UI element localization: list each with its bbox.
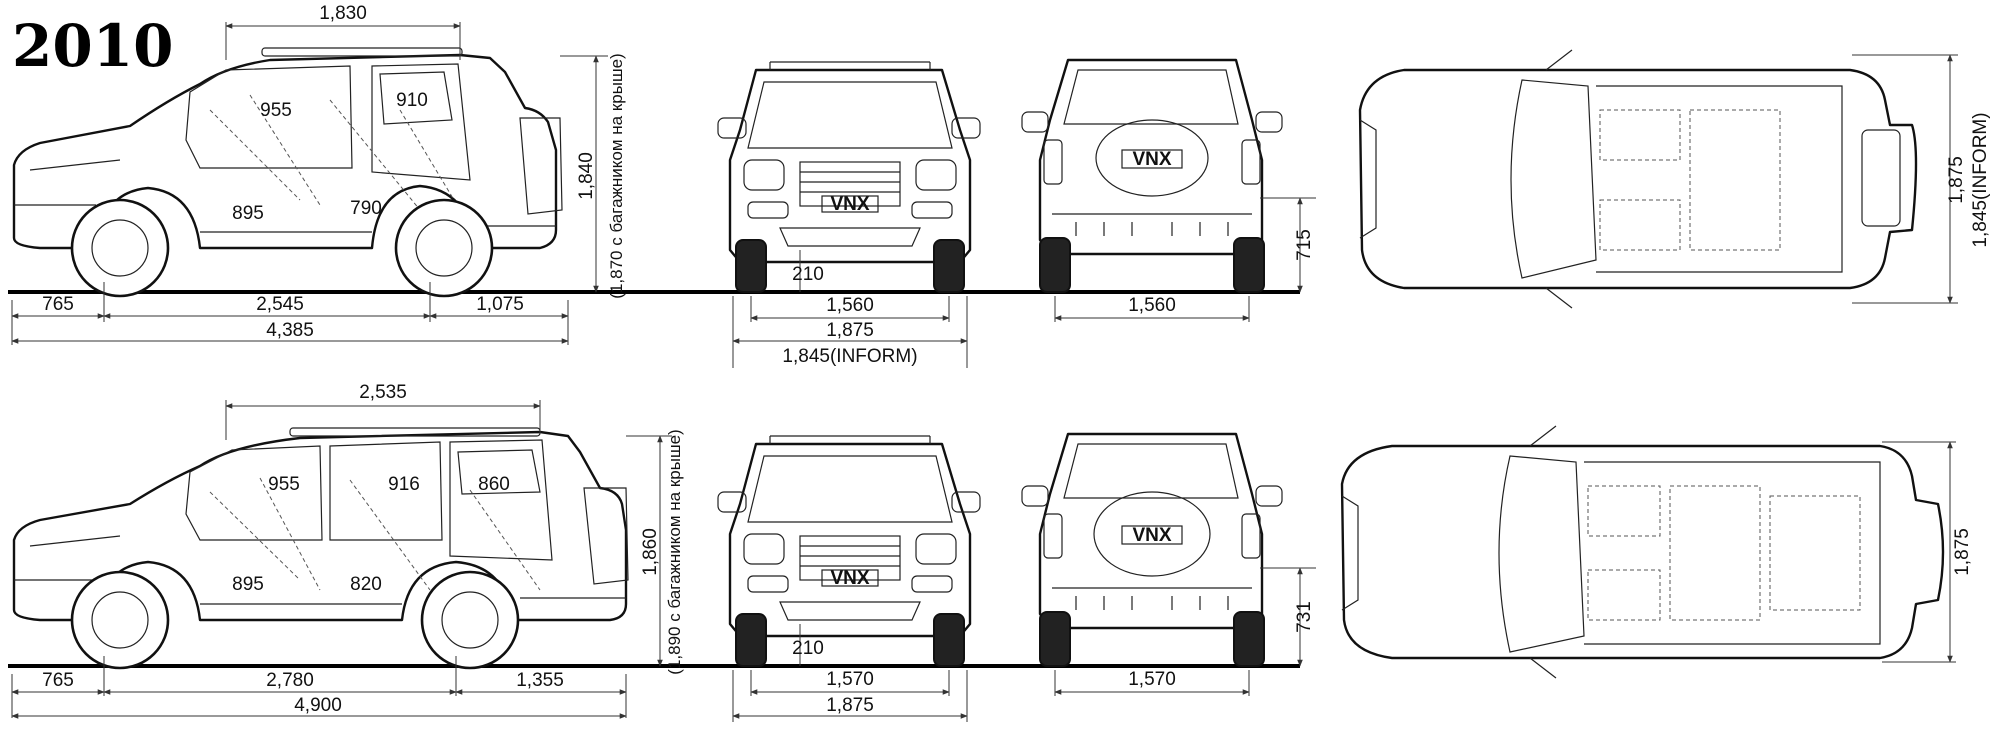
top-rear-height: 715 bbox=[1294, 229, 1315, 261]
top-wheelbase: 2,545 bbox=[256, 294, 304, 315]
bottom-headroom-rear: 860 bbox=[478, 474, 510, 495]
rear-view-3door: VNX bbox=[1021, 58, 1283, 293]
bottom-overall-length: 4,900 bbox=[294, 695, 342, 716]
top-plan-width: 1,875 bbox=[1946, 156, 1967, 204]
rear-badge-bottom: VNX bbox=[1132, 525, 1171, 546]
front-view-5door: VNX bbox=[717, 435, 981, 667]
bottom-rear-track: 1,570 bbox=[1128, 669, 1176, 690]
bottom-rear-overhang: 1,355 bbox=[516, 670, 564, 691]
side-view-5door bbox=[12, 427, 629, 670]
bottom-ground-clearance: 210 bbox=[792, 638, 824, 659]
bottom-wheelbase: 2,780 bbox=[266, 670, 314, 691]
rear-view-5door: VNX bbox=[1021, 432, 1283, 667]
top-rear-track: 1,560 bbox=[1128, 295, 1176, 316]
year-label: 2010 bbox=[12, 12, 173, 80]
bottom-front-overhang: 765 bbox=[42, 670, 74, 691]
bottom-height: 1,860 bbox=[640, 528, 661, 576]
top-legroom-front: 895 bbox=[232, 203, 264, 224]
side-view-3door bbox=[12, 47, 563, 298]
bottom-front-track: 1,570 bbox=[826, 669, 874, 690]
bottom-legroom-rear: 820 bbox=[350, 574, 382, 595]
bottom-headroom-mid: 916 bbox=[388, 474, 420, 495]
top-height-with-rack: (1,870 с багажником на крыше) bbox=[607, 53, 626, 298]
bottom-roof-length: 2,535 bbox=[359, 382, 407, 403]
top-rear-overhang: 1,075 bbox=[476, 294, 524, 315]
front-badge-bottom: VNX bbox=[830, 568, 869, 589]
top-front-width: 1,875 bbox=[826, 320, 874, 341]
rear-badge-top: VNX bbox=[1132, 149, 1171, 170]
top-roof-length: 1,830 bbox=[319, 3, 367, 24]
top-legroom-rear: 790 bbox=[350, 198, 382, 219]
top-row: 1,830 765 2,545 1,075 4,385 1,840 (1,870… bbox=[8, 3, 1991, 368]
top-headroom-rear: 910 bbox=[396, 90, 428, 111]
bottom-plan-width: 1,875 bbox=[1952, 528, 1973, 576]
bottom-headroom-front: 955 bbox=[268, 474, 300, 495]
bottom-row: 2,535 765 2,780 1,355 4,900 1,860 (1,890… bbox=[8, 382, 1973, 722]
front-view-3door: VNX bbox=[717, 61, 981, 293]
plan-view-5door bbox=[1340, 425, 1945, 679]
top-ground-clearance: 210 bbox=[792, 264, 824, 285]
top-height: 1,840 bbox=[576, 152, 597, 200]
top-front-width-inform: 1,845(INFORM) bbox=[782, 346, 917, 367]
top-front-overhang: 765 bbox=[42, 294, 74, 315]
bottom-rear-height: 731 bbox=[1294, 601, 1315, 633]
top-headroom-front: 955 bbox=[260, 100, 292, 121]
front-badge-top: VNX bbox=[830, 194, 869, 215]
bottom-front-width: 1,875 bbox=[826, 695, 874, 716]
top-overall-length: 4,385 bbox=[266, 320, 314, 341]
bottom-height-with-rack: (1,890 с багажником на крыше) bbox=[665, 429, 684, 674]
top-plan-width-inform: 1,845(INFORM) bbox=[1970, 112, 1991, 247]
plan-view-3door bbox=[1358, 49, 1918, 309]
top-front-track: 1,560 bbox=[826, 295, 874, 316]
bottom-legroom-front: 895 bbox=[232, 574, 264, 595]
